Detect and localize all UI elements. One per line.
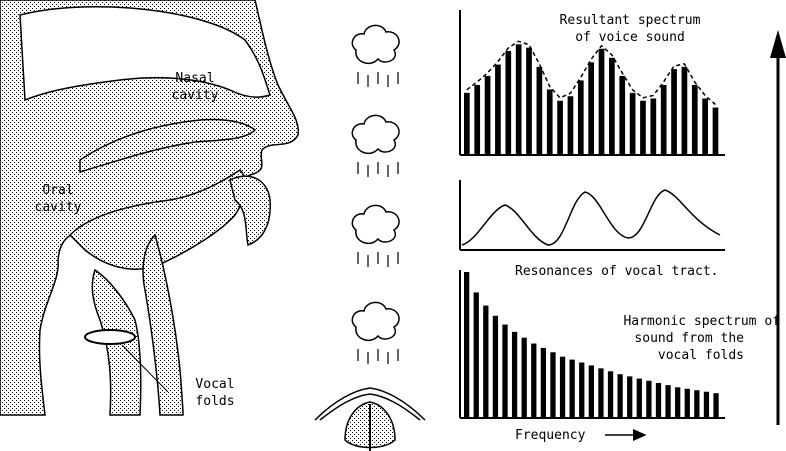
harmonic-bar <box>493 316 498 418</box>
harmonic-bar <box>550 352 555 418</box>
harmonic-bar <box>685 389 690 418</box>
harmonic-bar <box>694 390 699 418</box>
sound-puffs <box>352 25 399 364</box>
resultant-bar <box>713 108 719 155</box>
harmonic-bar <box>646 381 651 418</box>
harmonic-bar <box>560 357 565 418</box>
harmonic-bar <box>570 360 575 418</box>
harmonic-bar <box>512 332 517 418</box>
resultant-bar <box>588 62 594 155</box>
resultant-bar <box>568 96 574 155</box>
harmonic-bar <box>627 376 632 418</box>
harmonic-spectrum-label: Harmonic spectrum of sound from the voca… <box>560 313 780 364</box>
resultant-bar <box>671 69 677 155</box>
resultant-bar <box>640 101 646 155</box>
resultant-title-line-2: of voice sound <box>540 29 720 46</box>
resonance-curve <box>462 190 720 245</box>
resultant-bar <box>464 93 470 155</box>
vocal-folds-line-2: folds <box>185 393 245 410</box>
resultant-bar <box>537 67 543 155</box>
resultant-title-line-1: Resultant spectrum <box>540 12 720 29</box>
resultant-bar <box>505 51 511 155</box>
harmonic-bar <box>675 387 680 418</box>
resultant-bar <box>609 58 615 155</box>
resultant-bar <box>526 48 532 155</box>
harmonic-bar <box>656 383 661 418</box>
resultant-bar <box>661 85 667 155</box>
harmonic-bar <box>589 365 594 418</box>
sound-puff <box>352 205 399 267</box>
resultant-bar <box>682 67 688 155</box>
harmonic-bar <box>531 344 536 418</box>
oral-cavity-label: Oral cavity <box>28 182 88 216</box>
nasal-cavity-line-1: Nasal <box>160 70 230 87</box>
nasal-cavity-label: Nasal cavity <box>160 70 230 104</box>
vocal-folds-label: Vocal folds <box>185 376 245 410</box>
resultant-bar <box>599 49 605 155</box>
resultant-bar <box>557 101 563 155</box>
oral-cavity-line-2: cavity <box>28 199 88 216</box>
sound-puff <box>352 25 399 87</box>
upward-arrow <box>770 30 786 425</box>
harmonic-bar <box>617 374 622 418</box>
harmonic-bar <box>704 392 709 418</box>
frequency-label: Frequency <box>515 427 585 444</box>
harmonic-bar <box>541 348 546 418</box>
harmonic-bar <box>502 325 507 418</box>
resultant-spectrum-title: Resultant spectrum of voice sound <box>540 12 720 46</box>
harmonic-bar <box>713 393 718 418</box>
harmonic-bar <box>579 363 584 418</box>
resultant-bar <box>547 89 553 155</box>
harmonic-bar <box>598 368 603 418</box>
harmonic-label-line-2: sound from the <box>560 330 780 347</box>
harmonic-label-line-3: vocal folds <box>560 347 780 364</box>
harmonic-bar <box>522 338 527 418</box>
harmonic-bar <box>483 306 488 418</box>
resonances-label: Resonances of vocal tract. <box>515 263 719 280</box>
vocal-fold-ring <box>85 330 135 344</box>
sound-puff <box>352 115 399 177</box>
resultant-bar <box>516 44 522 155</box>
resultant-bar <box>619 76 625 155</box>
sound-puff <box>352 302 399 364</box>
resultant-bar <box>485 76 491 155</box>
harmonic-bar <box>637 379 642 418</box>
harmonic-bar <box>665 385 670 418</box>
resonances-chart <box>460 180 725 250</box>
oral-cavity-line-1: Oral <box>28 182 88 199</box>
harmonic-bar <box>608 371 613 418</box>
resultant-bar <box>650 99 656 156</box>
harmonic-label-line-1: Harmonic spectrum of <box>560 313 780 330</box>
resultant-bar <box>702 99 708 156</box>
harmonic-bar <box>464 272 469 418</box>
vocal-folds-line-1: Vocal <box>185 376 245 393</box>
resultant-bar <box>630 93 636 155</box>
resultant-bar <box>474 85 480 155</box>
nasal-cavity-line-2: cavity <box>160 87 230 104</box>
harmonic-bar <box>474 292 479 418</box>
resultant-bar <box>578 80 584 155</box>
resultant-bar <box>495 65 501 155</box>
resultant-bar <box>692 85 698 155</box>
glottis-view <box>315 388 425 451</box>
